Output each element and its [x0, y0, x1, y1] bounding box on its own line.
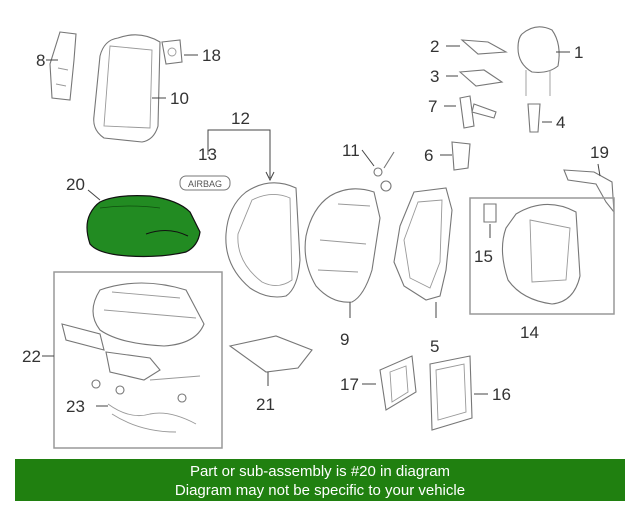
part-13-airbag-label: AIRBAG: [179, 175, 231, 191]
callout-10: 10: [170, 89, 189, 108]
part-23-wiring-harness: [96, 403, 197, 433]
callout-13: 13: [198, 145, 217, 164]
part-9-backrest-pad: [304, 188, 381, 318]
part-19-trim-cover: [563, 163, 615, 214]
part-16-back-panel: [429, 355, 488, 431]
part-3-cover-plate: [446, 69, 504, 87]
part-2-cover-plate: [446, 39, 508, 55]
callout-12-bracket-line: [207, 129, 275, 182]
part-12-backrest-cover: [225, 182, 301, 298]
callout-20-leader: [87, 189, 101, 201]
callout-11: 11: [342, 141, 360, 160]
part-22-seat-cushion-assembly: [61, 282, 205, 403]
seat-parts-diagram: 8 10 18 12 13 AIRBAG 20 9: [22, 26, 615, 449]
part-18-clip: [161, 39, 198, 65]
part-10-backrest-frame: [93, 34, 166, 143]
callout-22: 22: [22, 347, 41, 366]
part-8-bracket: [46, 31, 77, 101]
callout-1: 1: [574, 43, 583, 62]
part-4-guide-sleeve: [527, 103, 552, 133]
part-6-trim: [440, 141, 471, 171]
callout-17: 17: [340, 375, 359, 394]
callout-3: 3: [430, 67, 439, 86]
callout-4: 4: [556, 113, 565, 132]
banner-line-2: Diagram may not be specific to your vehi…: [174, 482, 466, 499]
part-15-clip: [483, 203, 497, 238]
callout-20: 20: [66, 175, 85, 194]
part-11-fastener: [361, 149, 395, 192]
callout-7: 7: [428, 97, 437, 116]
callout-8: 8: [36, 51, 45, 70]
callout-9: 9: [340, 330, 349, 349]
info-banner: Part or sub-assembly is #20 in diagram D…: [15, 459, 625, 501]
part-21-insulator: [228, 335, 313, 386]
part-7-guide: [444, 95, 497, 129]
part-22-group-box: [53, 271, 223, 449]
part-14-group-box: [469, 197, 615, 315]
callout-18: 18: [202, 46, 221, 65]
callout-23: 23: [66, 397, 85, 416]
part-14-backrest-panel: [501, 203, 581, 305]
callout-15: 15: [474, 247, 493, 266]
callout-21: 21: [256, 395, 275, 414]
callout-12: 12: [231, 109, 250, 128]
part-20-seat-cushion-highlighted: [86, 195, 201, 258]
banner-line-1: Part or sub-assembly is #20 in diagram: [189, 463, 451, 480]
callout-16: 16: [492, 385, 511, 404]
callout-14: 14: [520, 323, 539, 342]
part-17-panel: [362, 355, 417, 411]
callout-6: 6: [424, 146, 433, 165]
callout-19: 19: [590, 143, 609, 162]
airbag-label-text: AIRBAG: [188, 179, 222, 189]
part-5-backrest-frame-steel: [393, 187, 453, 318]
part-1-headrest: [517, 26, 570, 96]
callout-5: 5: [430, 337, 439, 356]
callout-2: 2: [430, 37, 439, 56]
